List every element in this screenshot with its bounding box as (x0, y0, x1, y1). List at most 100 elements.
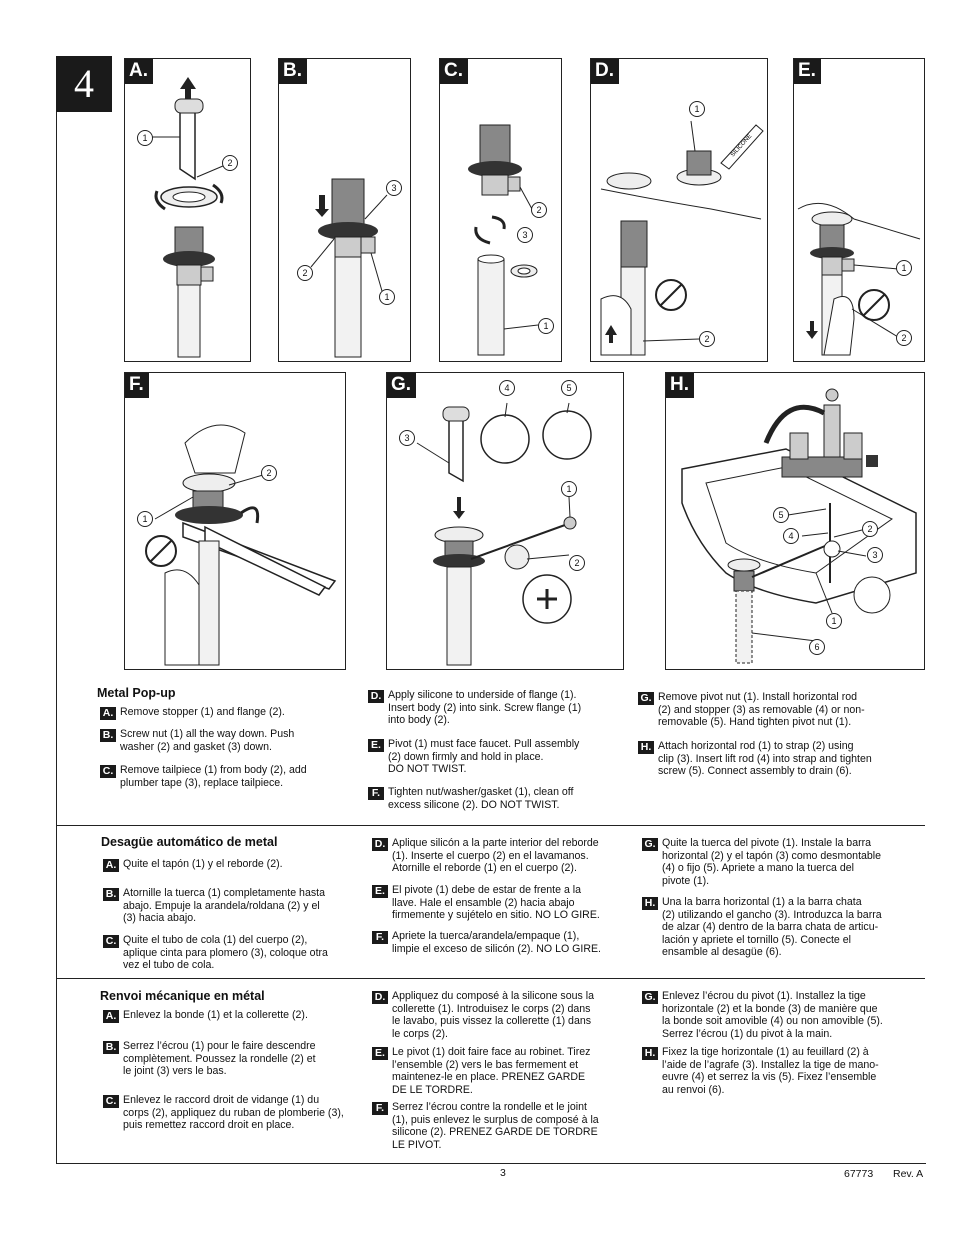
instruction-text: Le pivot (1) doit faire face au robinet.… (392, 1046, 591, 1096)
callout-5: 5 (561, 380, 577, 396)
instruction-text: Atornille la tuerca (1) completamente ha… (123, 887, 325, 924)
step-badge: H. (638, 741, 654, 754)
instruction-d: D. Appliquez du composé à la silicone so… (372, 990, 634, 1040)
step-badge: C. (103, 935, 119, 948)
callout-3: 3 (867, 547, 883, 563)
lift-rod-assembly-illustration (681, 388, 917, 664)
step-badge: B. (103, 888, 119, 901)
revision: Rev. A (893, 1168, 924, 1180)
panel-b-label: B. (279, 59, 307, 84)
instruction-text: Remove stopper (1) and flange (2). (120, 706, 285, 718)
panel-e: E. 1 2 (793, 58, 925, 362)
instruction-text: Remove tailpiece (1) from body (2), add … (120, 764, 307, 789)
step-badge: G. (642, 991, 658, 1004)
panel-g-label: G. (387, 373, 417, 398)
instruction-b: B. Serrez l’écrou (1) pour le faire desc… (103, 1040, 371, 1078)
callout-1: 1 (826, 613, 842, 629)
step-badge: G. (638, 692, 654, 705)
instruction-e: E. Le pivot (1) doit faire face au robin… (372, 1046, 634, 1096)
instruction-text: Apply silicone to underside of flange (1… (388, 689, 582, 726)
instruction-b: B. Screw nut (1) all the way down. Push … (100, 728, 360, 753)
callout-1: 1 (137, 511, 153, 527)
callout-3: 3 (386, 180, 402, 196)
step-badge: B. (103, 1041, 119, 1054)
instruction-h: H. Fixez la tige horizontale (1) au feui… (642, 1046, 920, 1096)
instruction-d: D. Apply silicone to underside of flange… (368, 689, 628, 727)
instruction-text: Attach horizontal rod (1) to strap (2) u… (658, 740, 872, 777)
instruction-text: Remove pivot nut (1). Install horizontal… (658, 691, 865, 728)
instruction-d: D. Aplique silicón a la parte interior d… (372, 837, 634, 875)
instruction-text: Fixez la tige horizontale (1) au feuilla… (662, 1046, 879, 1096)
step-badge: E. (372, 1047, 388, 1060)
step-badge: F. (368, 787, 384, 800)
step-badge: A. (103, 1010, 119, 1023)
tailpiece-illustration (468, 124, 539, 356)
instruction-g: G. Remove pivot nut (1). Install horizon… (638, 691, 918, 729)
callout-2: 2 (222, 155, 238, 171)
step-number: 4 (56, 56, 112, 112)
section-title-french: Renvoi mécanique en métal (100, 989, 265, 1003)
step-badge: D. (372, 991, 388, 1004)
instruction-text: Pivot (1) must face faucet. Pull assembl… (388, 738, 580, 775)
panel-f: F. 2 1 (124, 372, 346, 670)
callout-6: 6 (809, 639, 825, 655)
panel-e-label: E. (794, 59, 821, 84)
callout-3: 3 (399, 430, 415, 446)
page-frame (56, 56, 926, 1164)
section-divider (56, 978, 925, 979)
silicone-flange-illustration: SILICONE (600, 120, 764, 356)
tighten-nut-illustration (145, 424, 337, 666)
panel-d: D. SILICONE 1 2 (590, 58, 768, 362)
callout-1: 1 (896, 260, 912, 276)
section-title-english: Metal Pop-up (97, 686, 176, 700)
callout-2: 2 (896, 330, 912, 346)
stopper-removal-illustration (152, 77, 231, 358)
pivot-rod-illustration (416, 402, 592, 666)
instruction-e: E. El pivote (1) debe de estar de frente… (372, 884, 634, 922)
step-badge: F. (372, 1102, 388, 1115)
callout-2: 2 (569, 555, 585, 571)
instruction-text: Enlevez la bonde (1) et la collerette (2… (123, 1009, 308, 1021)
instruction-h: H. Attach horizontal rod (1) to strap (2… (638, 740, 918, 778)
panel-h-label: H. (666, 373, 694, 398)
instruction-e: E. Pivot (1) must face faucet. Pull asse… (368, 738, 628, 776)
callout-3: 3 (517, 227, 533, 243)
instruction-text: Quite el tapón (1) y el reborde (2). (123, 858, 283, 870)
nut-washer-illustration (310, 178, 388, 358)
panel-h: H. 5 4 2 3 1 6 (665, 372, 925, 670)
panel-a-label: A. (125, 59, 153, 84)
instruction-text: El pivote (1) debe de estar de frente a … (392, 884, 600, 921)
page-number: 3 (500, 1167, 506, 1179)
instruction-c: C. Quite el tubo de cola (1) del cuerpo … (103, 934, 363, 972)
callout-2: 2 (261, 465, 277, 481)
panel-d-label: D. (591, 59, 619, 84)
pivot-facing-illustration (797, 202, 921, 356)
instruction-f: F. Serrez l’écrou contre la rondelle et … (372, 1101, 634, 1151)
instruction-text: Appliquez du composé à la silicone sous … (392, 990, 594, 1040)
panel-c: C. 2 3 1 (439, 58, 562, 362)
step-badge: C. (100, 765, 116, 778)
callout-2: 2 (297, 265, 313, 281)
instruction-f: F. Apriete la tuerca/arandela/empaque (1… (372, 930, 634, 955)
instruction-b: B. Atornille la tuerca (1) completamente… (103, 887, 363, 925)
instruction-text: Screw nut (1) all the way down. Push was… (120, 728, 295, 753)
step-badge: C. (103, 1095, 119, 1108)
callout-2: 2 (699, 331, 715, 347)
callout-4: 4 (783, 528, 799, 544)
callout-1: 1 (137, 130, 153, 146)
section-title-spanish: Desagüe automático de metal (101, 835, 278, 849)
callout-1: 1 (561, 481, 577, 497)
callout-5: 5 (773, 507, 789, 523)
step-badge: E. (372, 885, 388, 898)
instruction-text: Enlevez le raccord droit de vidange (1) … (123, 1094, 344, 1131)
instruction-c: C. Remove tailpiece (1) from body (2), a… (100, 764, 360, 789)
panel-b: B. 3 2 1 (278, 58, 411, 362)
panel-f-label: F. (125, 373, 149, 398)
instruction-c: C. Enlevez le raccord droit de vidange (… (103, 1094, 371, 1132)
panel-c-label: C. (440, 59, 468, 84)
step-badge: A. (103, 859, 119, 872)
instruction-text: Enlevez l’écrou du pivot (1). Installez … (662, 990, 883, 1040)
instruction-text: Tighten nut/washer/gasket (1), clean off… (388, 786, 574, 811)
step-badge: A. (100, 707, 116, 720)
instruction-g: G. Enlevez l’écrou du pivot (1). Install… (642, 990, 920, 1040)
